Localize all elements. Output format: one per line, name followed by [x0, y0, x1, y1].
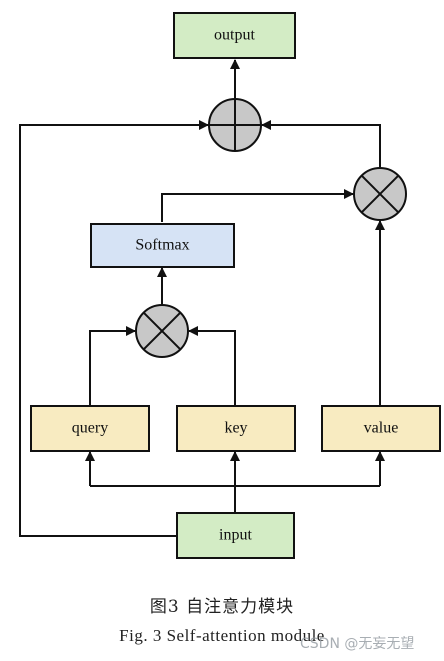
arrow-query-to-mult	[89, 326, 136, 406]
output-box	[173, 12, 296, 59]
key-box	[176, 405, 296, 452]
arrow-mult2-to-add	[261, 120, 381, 167]
arrow-softmax-to-mult2	[161, 189, 354, 222]
arrow-residual	[19, 120, 209, 537]
softmax-label: Softmax	[135, 237, 189, 254]
node-output: output	[173, 12, 296, 59]
output-label: output	[214, 27, 255, 44]
query-box	[30, 405, 150, 452]
times-circle-icon	[135, 304, 189, 358]
arrow-key-to-mult	[188, 326, 236, 406]
node-query: query	[30, 405, 150, 452]
value-box	[321, 405, 441, 452]
node-value: value	[321, 405, 441, 452]
input-box	[176, 512, 295, 559]
node-softmax: Softmax	[90, 223, 235, 268]
input-label: input	[219, 527, 252, 544]
connectors	[19, 59, 385, 537]
node-input: input	[176, 512, 295, 559]
plus-circle-icon	[208, 98, 262, 152]
node-key: key	[176, 405, 296, 452]
softmax-box	[90, 223, 235, 268]
watermark: CSDN @无妄无望	[300, 636, 415, 652]
value-label: value	[364, 420, 399, 437]
figure-caption-chinese: 图3 自注意力模块	[149, 597, 295, 617]
query-label: query	[72, 420, 108, 437]
figure-caption-english: Fig. 3 Self-attention module	[119, 626, 325, 645]
times-circle-icon	[353, 167, 407, 221]
key-label: key	[224, 420, 247, 437]
